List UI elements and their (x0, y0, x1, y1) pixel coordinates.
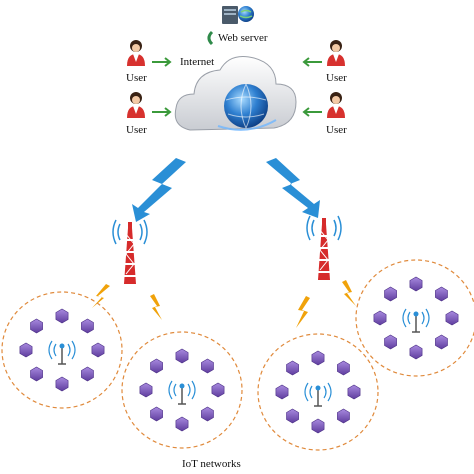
iot-device-icon (81, 366, 94, 382)
iot-cluster (1, 291, 123, 409)
access-point-icon (168, 380, 196, 405)
cloud-globe-icon (174, 56, 297, 131)
iot-device-icon (286, 360, 299, 376)
iot-device-icon (55, 376, 69, 392)
user-arrow-icon (302, 107, 322, 117)
iot-device-icon (435, 286, 448, 302)
iot-device-icon (373, 310, 387, 326)
iot-device-icon (409, 276, 423, 292)
cluster-boundary (355, 259, 474, 377)
user-label: User (326, 124, 347, 136)
access-point-icon (304, 382, 332, 407)
iot-cluster (257, 333, 379, 451)
iot-device-icon (286, 408, 299, 424)
iot-device-icon (139, 382, 153, 398)
iot-networks-label: IoT networks (182, 458, 241, 470)
lightning-icon (296, 296, 310, 328)
iot-device-icon (150, 406, 163, 422)
iot-device-icon (150, 358, 163, 374)
lightning-icon (150, 294, 162, 320)
iot-device-icon (384, 334, 397, 350)
iot-device-icon (201, 358, 214, 374)
access-point-icon (48, 340, 76, 365)
iot-device-icon (30, 366, 43, 382)
web-server-label: Web server (218, 32, 268, 44)
iot-device-icon (91, 342, 105, 358)
iot-device-icon (435, 334, 448, 350)
iot-device-icon (211, 382, 225, 398)
cell-tower-icon (112, 219, 148, 284)
iot-device-icon (337, 360, 350, 376)
web-server-icon (222, 6, 254, 24)
user-label: User (326, 72, 347, 84)
user-icon (127, 40, 145, 66)
iot-device-icon (311, 350, 325, 366)
server-link-arrow (207, 30, 214, 46)
user-label: User (126, 124, 147, 136)
iot-device-icon (201, 406, 214, 422)
user-arrow-icon (152, 57, 172, 67)
user-arrow-icon (152, 107, 172, 117)
iot-device-icon (175, 348, 189, 364)
iot-device-icon (347, 384, 361, 400)
user-icon (327, 92, 345, 118)
lightning-icon (92, 284, 110, 308)
iot-device-icon (311, 418, 325, 434)
internet-label: Internet (180, 56, 215, 68)
iot-cluster (355, 259, 474, 377)
cluster-boundary (1, 291, 123, 409)
lightning-icon (266, 158, 320, 218)
access-point-icon (402, 308, 430, 333)
iot-cluster (121, 331, 243, 449)
iot-device-icon (445, 310, 459, 326)
cluster-boundary (121, 331, 243, 449)
iot-device-icon (55, 308, 69, 324)
user-icon (127, 92, 145, 118)
iot-device-icon (30, 318, 43, 334)
lightning-icon (132, 158, 186, 222)
iot-device-icon (275, 384, 289, 400)
iot-device-icon (175, 416, 189, 432)
user-arrow-icon (302, 57, 322, 67)
iot-device-icon (384, 286, 397, 302)
iot-device-icon (19, 342, 33, 358)
user-icon (327, 40, 345, 66)
user-label: User (126, 72, 147, 84)
iot-device-icon (81, 318, 94, 334)
iot-device-icon (409, 344, 423, 360)
lightning-icon (342, 280, 356, 306)
cell-tower-icon (306, 215, 342, 280)
iot-device-icon (337, 408, 350, 424)
cluster-boundary (257, 333, 379, 451)
